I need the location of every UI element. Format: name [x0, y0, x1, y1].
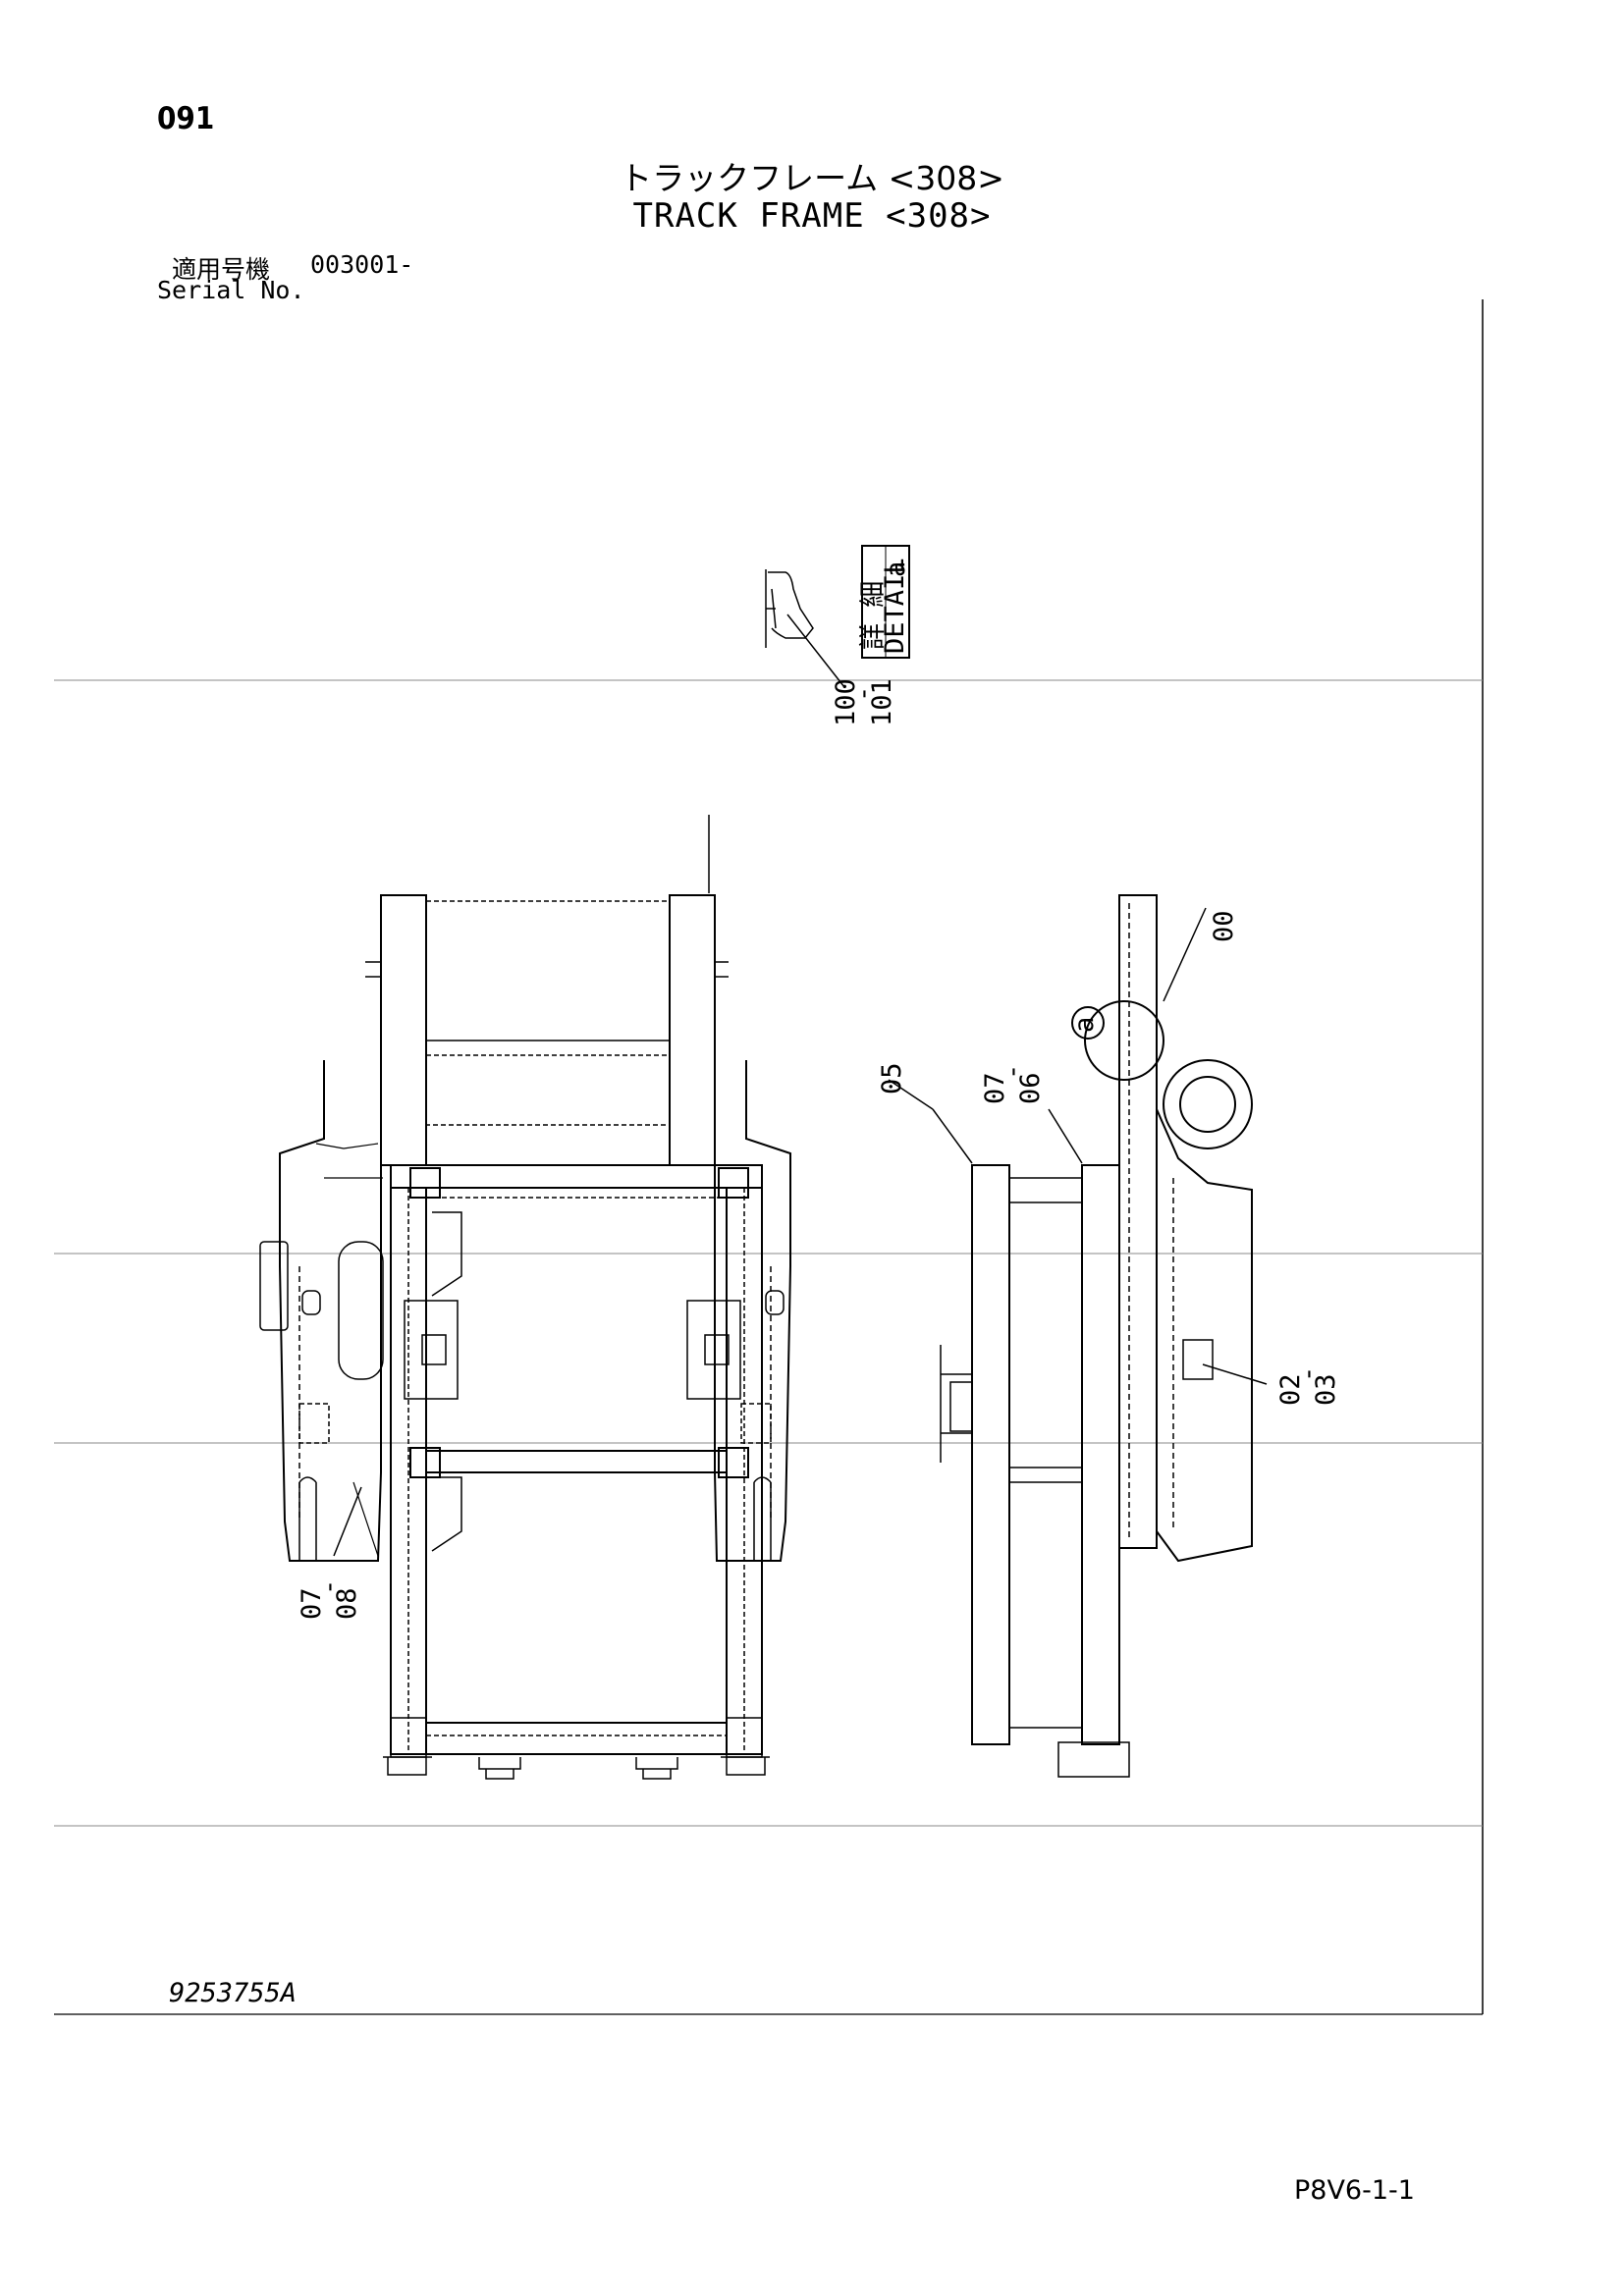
callout-02: 02 [1275, 1373, 1306, 1406]
callout-00: 00 [1209, 910, 1239, 942]
callouts: 00 05 07 - 06 02 - 03 07 - 08 a [297, 910, 1341, 1620]
detail-label-en: DETAIL [880, 558, 910, 654]
callout-dash-upper: - [998, 1064, 1028, 1080]
drawing-frame [54, 299, 1484, 2015]
serial-number-label: Serial No. [157, 276, 305, 304]
page-code: P8V6-1-1 [1294, 2175, 1415, 2206]
detail-a-label: 詳 細 DETAIL a 100 - 101 [831, 558, 911, 726]
serial-number-value: 003001- [310, 250, 414, 279]
page-title-en: TRACK FRAME <308> [632, 196, 992, 236]
detail-label-jp: 詳 細 [858, 581, 889, 650]
callout-leaders [333, 1079, 934, 1557]
callout-07-upper: 07 [980, 1072, 1010, 1104]
detail-label-letter: a [881, 561, 911, 577]
track-frame-side-view [932, 894, 1268, 1778]
callout-dash-right: - [1293, 1366, 1324, 1382]
callout-08: 08 [332, 1587, 362, 1620]
callout-03: 03 [1311, 1373, 1341, 1406]
detail-a-circle-letter: a [1069, 1017, 1100, 1033]
track-frame-top-view [259, 815, 791, 1780]
callout-dash-lower: - [314, 1579, 345, 1595]
applicable-serial-label-jp: 適用号機 [172, 255, 271, 284]
callout-06: 06 [1015, 1072, 1046, 1104]
callout-07-lower: 07 [297, 1587, 327, 1620]
page-number: 091 [157, 101, 215, 136]
detail-a-view [765, 545, 910, 688]
callout-101: 101 [867, 678, 897, 726]
callout-dash: - [848, 686, 879, 702]
page-title-jp: トラックフレーム <308> [620, 159, 1004, 197]
callout-100: 100 [831, 678, 861, 726]
drawing-number: 9253755A [169, 1978, 298, 2008]
